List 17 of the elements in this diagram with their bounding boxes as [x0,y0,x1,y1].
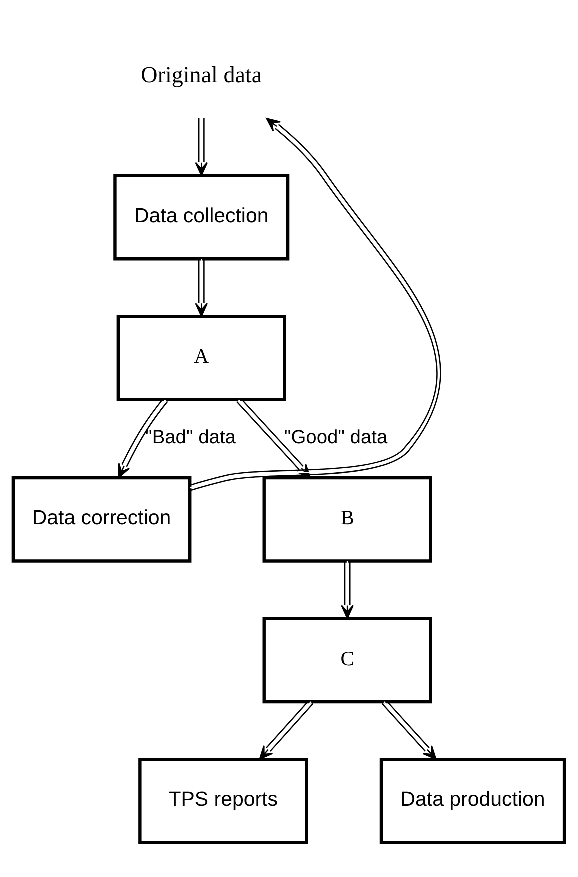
arrow [382,699,437,760]
node-box: A [116,314,286,402]
node-box: Data collection [114,174,290,260]
arrow [118,398,168,478]
node-box: Data production [380,758,566,844]
arrow [189,118,442,491]
node-text: Original data [141,60,262,87]
edge-label: "Bad" data [146,426,236,448]
edge-label: "Good" data [284,426,388,448]
arrow [195,118,208,176]
arrow [259,699,314,760]
node-box: TPS reports [138,758,308,844]
node-box: C [262,616,432,704]
arrow [341,560,354,619]
node-box: B [262,476,432,562]
node-box: Data correction [12,476,192,562]
arrow [195,258,208,317]
